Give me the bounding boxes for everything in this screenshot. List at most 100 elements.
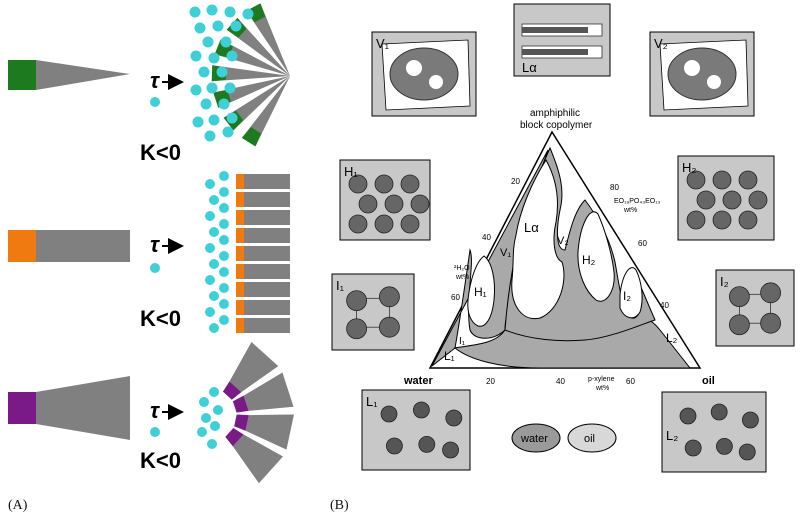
water-dot (189, 6, 201, 18)
cylinder-head (236, 210, 244, 225)
box-label-H2: H₂ (682, 160, 696, 175)
water-dot (206, 82, 218, 94)
cylinder-cross-section (722, 190, 742, 210)
cylinder-head (236, 264, 244, 279)
left-axis-ticks: 20 40 60 (451, 177, 520, 302)
cylinder-cross-section (738, 170, 758, 190)
cylinder-cross-section (686, 170, 706, 190)
water-dot (220, 36, 232, 48)
row-wedge: τ K<0 (8, 342, 294, 484)
region-label-I2: I₂ (623, 289, 631, 303)
micelle (679, 407, 697, 425)
cylinder-head (8, 230, 36, 262)
micelle (684, 439, 702, 457)
water-cluster-1 (189, 4, 254, 142)
cone-tail (214, 39, 290, 76)
cone-tail (213, 76, 290, 108)
box-frame (331, 273, 415, 351)
apex-label: block copolymer (520, 120, 593, 131)
cylinder-head (236, 282, 244, 297)
region-label-L1: L₁ (444, 349, 455, 363)
right-axis-ticks: 80 60 40 (610, 183, 669, 310)
box-label-H1: H₁ (344, 164, 358, 179)
micelle (729, 286, 750, 308)
panel-label-b: (B) (330, 498, 349, 513)
water-dot (219, 283, 229, 293)
lattice-cell (739, 293, 772, 324)
water-dot (210, 421, 220, 431)
curvature-label: K<0 (140, 448, 181, 473)
box-frame (715, 269, 795, 347)
water-dot (200, 98, 212, 110)
cylinder-tail (244, 228, 290, 243)
lattice-cell (356, 297, 390, 328)
region-label-V2: V₂ (557, 235, 569, 247)
micelle (738, 443, 756, 461)
water-dot (190, 50, 202, 62)
water-dot (219, 219, 229, 229)
structure-box-I1: I₁ (331, 273, 415, 351)
water-dot (219, 315, 229, 325)
tick-label: 80 (610, 183, 619, 192)
wedge-tail (36, 376, 130, 440)
cylinder-head (236, 246, 244, 261)
cylinder-cross-section (374, 174, 394, 194)
water-dot (194, 22, 206, 34)
cylinder-cross-section (748, 190, 768, 210)
water-dot (204, 130, 216, 142)
region-label-H1: H₁ (474, 285, 487, 299)
cylinder-tail (244, 318, 290, 333)
micelle (412, 401, 430, 419)
cylinder-tail (244, 246, 290, 261)
water-dot (209, 195, 219, 205)
box-label-V1: V₁ (376, 36, 390, 51)
structure-box-V1: V₁ (371, 31, 477, 117)
curvature-arrow-3: τ (150, 398, 184, 437)
box-label-La: Lα (522, 60, 537, 75)
water-dot (209, 291, 219, 301)
micelle (346, 290, 368, 312)
water-dot (209, 227, 219, 237)
wedge-head (234, 414, 249, 431)
wedge-tail (243, 372, 294, 411)
tau-symbol: τ (150, 68, 160, 93)
water-dot (242, 8, 254, 20)
structure-box-L2: L₂ (661, 391, 767, 473)
cone-tail (211, 65, 290, 82)
cylinder-tail (244, 264, 290, 279)
water-dot (150, 97, 160, 107)
water-dot (205, 307, 215, 317)
water-vertex-label: water (403, 375, 433, 387)
channel-opening (707, 75, 721, 89)
water-dot (219, 251, 229, 261)
cylinder-cross-section (358, 194, 378, 214)
water-legend-ellipse (511, 423, 561, 453)
water-dot (205, 243, 215, 253)
tau-symbol: τ (150, 398, 160, 423)
water-dot (207, 439, 217, 449)
water-dot (224, 82, 236, 94)
water-dot (199, 397, 209, 407)
water-dot (219, 171, 229, 181)
row-cone: τ K<0 (8, 3, 290, 165)
wedge-head (8, 392, 36, 424)
water-dot (150, 427, 160, 437)
cone-head (241, 127, 262, 147)
water-dot (190, 84, 202, 96)
cylinder-cross-section (696, 190, 716, 210)
region-label-L2: L₂ (666, 331, 678, 345)
cylinder-tail (244, 174, 290, 189)
row-cylinder: τ K<0 (8, 171, 290, 333)
water-dot (205, 211, 215, 221)
cylinder-tail (244, 192, 290, 207)
water-dot (216, 66, 228, 78)
water-dot (205, 179, 215, 189)
phase-region-I2 (619, 267, 643, 319)
water-dot (209, 259, 219, 269)
bicontinuous-surface (667, 47, 737, 101)
box-frame (513, 3, 611, 77)
structure-box-La: Lα (513, 3, 611, 77)
water-dot (197, 427, 207, 437)
wedge-head (225, 427, 244, 447)
